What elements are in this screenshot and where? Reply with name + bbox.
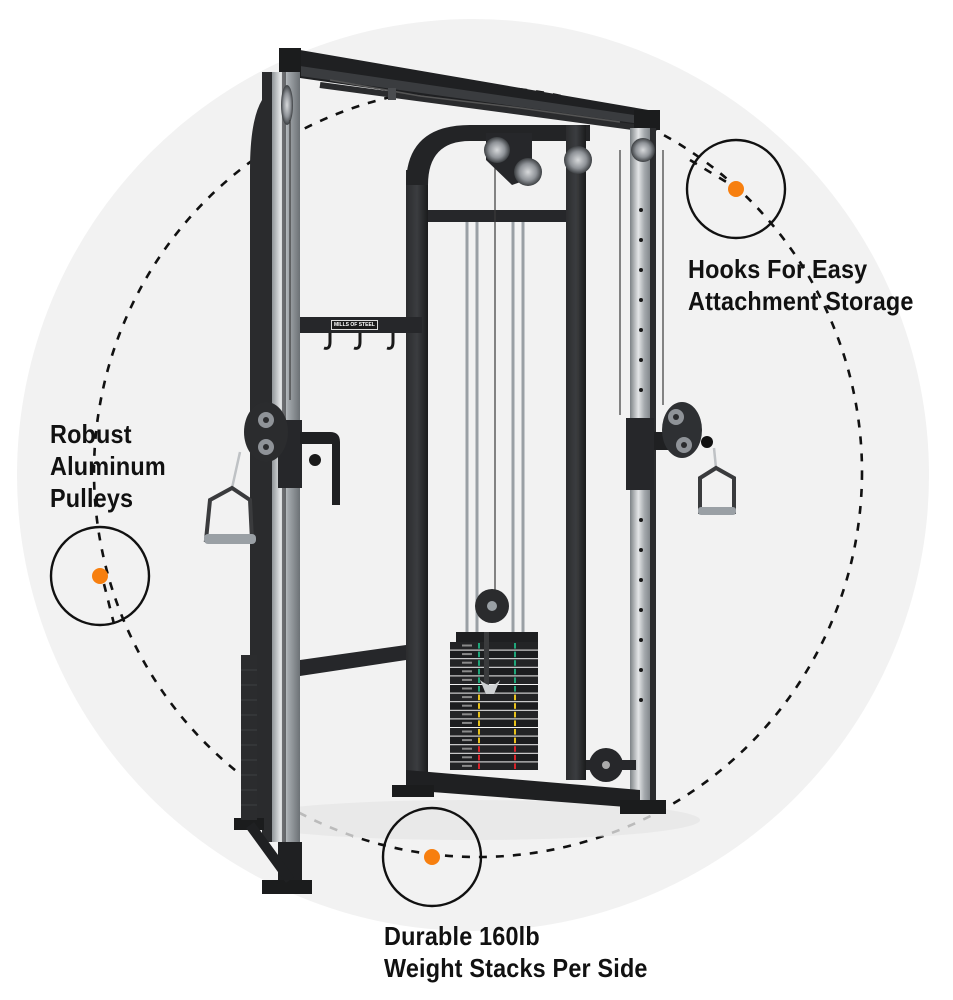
weight-plate [450, 753, 538, 762]
callout-label-stacks: Durable 160lb Weight Stacks Per Side [384, 920, 648, 984]
weight-plate [450, 762, 538, 770]
callout-marker-hooks [685, 138, 787, 240]
weight-plate [450, 659, 538, 667]
floor-pulley [589, 748, 623, 782]
right-pulley-carriage [626, 402, 736, 515]
weight-plate [450, 710, 538, 719]
weight-plate [450, 719, 538, 727]
weight-plate [450, 667, 538, 676]
weight-plate [450, 736, 538, 745]
weight-stack [450, 589, 538, 770]
left-pulley-carriage [203, 402, 340, 544]
callout-pulleys-line-2: Aluminum [50, 451, 166, 481]
callout-pulleys-line-3: Pulleys [50, 483, 134, 513]
callout-hooks-line-1: Hooks For Easy [688, 254, 868, 284]
callout-marker-stacks [381, 806, 483, 908]
dashed-connector-path [92, 85, 864, 859]
callout-label-hooks: Hooks For Easy Attachment Storage [688, 253, 914, 317]
callout-pulleys-line-1: Robust [50, 419, 132, 449]
weight-plate [450, 642, 538, 650]
weight-plate [450, 728, 538, 736]
callout-hooks-line-2: Attachment Storage [688, 286, 914, 316]
attachment-hooks [323, 333, 395, 350]
callout-stacks-line-1: Durable 160lb [384, 921, 540, 951]
callout-label-pulleys: Robust Aluminum Pulleys [50, 418, 166, 514]
weight-plate [450, 693, 538, 702]
callout-stacks-line-2: Weight Stacks Per Side [384, 953, 648, 983]
weight-plate [450, 745, 538, 753]
weight-plate [450, 650, 538, 659]
brand-plate: MILLS OF STEEL [331, 320, 378, 330]
callout-marker-pulleys [49, 525, 151, 627]
weight-plate [450, 702, 538, 710]
weight-plate [450, 676, 538, 684]
